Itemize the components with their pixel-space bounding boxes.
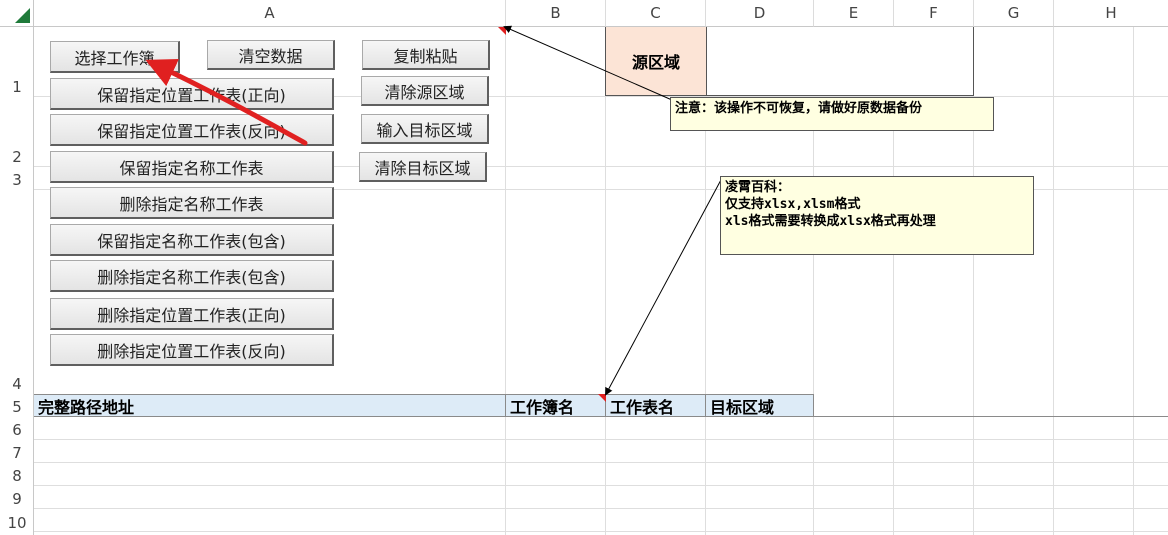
source-area-label: 源区域 (631, 53, 680, 72)
column-header-h[interactable]: H (1054, 0, 1168, 27)
row-label: 5 (12, 398, 22, 416)
column-label: A (264, 4, 275, 22)
grid-line (705, 27, 706, 535)
column-header-g[interactable]: G (974, 0, 1054, 27)
grid-line (973, 27, 974, 535)
table-header-full-path[interactable]: 完整路径地址 (34, 394, 506, 417)
clear-target-button[interactable]: 清除目标区域 (359, 152, 487, 182)
row-header-strip (0, 27, 34, 535)
delete-position-reverse-button[interactable]: 删除指定位置工作表(反向) (50, 334, 334, 366)
row-header-1[interactable]: 1 (0, 27, 34, 97)
grid-line (34, 166, 1168, 167)
column-header-c[interactable]: C (606, 0, 706, 27)
grid-line (1053, 27, 1054, 535)
row-header-3[interactable]: 3 (0, 167, 34, 190)
column-header-b[interactable]: B (506, 0, 606, 27)
row-label: 6 (12, 421, 22, 439)
warning-note-text: 注意：该操作不可恢复，请做好原数据备份 (675, 101, 923, 116)
grid-line (34, 189, 1168, 190)
table-header-sheet-name[interactable]: 工作表名 (606, 394, 706, 417)
grid-line (34, 485, 1168, 486)
row-label: 8 (12, 467, 22, 485)
grid-line (605, 27, 606, 535)
delete-by-name-contains-button[interactable]: 删除指定名称工作表(包含) (50, 260, 334, 292)
row-header-9[interactable]: 9 (0, 486, 34, 509)
table-header-label: 工作簿名 (510, 397, 575, 417)
info-connector-line (605, 177, 723, 396)
grid-line (505, 27, 506, 535)
row-label: 1 (12, 78, 22, 96)
row-label: 3 (12, 171, 22, 189)
column-header-d[interactable]: D (706, 0, 814, 27)
grid-line (34, 462, 1168, 463)
comment-indicator-icon (598, 394, 606, 402)
info-note-line: xls格式需要转换成xlsx格式再处理 (725, 214, 936, 229)
grid-line (893, 27, 894, 535)
keep-position-reverse-button[interactable]: 保留指定位置工作表(反向) (50, 114, 334, 146)
row-header-2[interactable]: 2 (0, 97, 34, 167)
grid-line (34, 439, 1168, 440)
source-area-value-cell[interactable] (706, 27, 974, 96)
row-header-6[interactable]: 6 (0, 417, 34, 440)
column-header-a[interactable]: A (34, 0, 506, 27)
grid-line (34, 531, 1168, 532)
column-label: G (1007, 4, 1020, 22)
keep-by-name-contains-button[interactable]: 保留指定名称工作表(包含) (50, 224, 334, 256)
grid-line (1133, 27, 1134, 535)
row-label: 9 (12, 490, 22, 508)
info-note-line: 仅支持xlsx,xlsm格式 (725, 197, 861, 212)
grid-line (814, 416, 1168, 417)
row-header-7[interactable]: 7 (0, 440, 34, 463)
select-all-corner[interactable] (0, 0, 34, 27)
table-header-label: 工作表名 (610, 397, 675, 417)
copy-paste-button[interactable]: 复制粘贴 (362, 40, 490, 70)
column-label: D (753, 4, 766, 22)
keep-by-name-button[interactable]: 保留指定名称工作表 (50, 151, 334, 183)
delete-position-forward-button[interactable]: 删除指定位置工作表(正向) (50, 298, 334, 330)
row-header-8[interactable]: 8 (0, 463, 34, 486)
table-header-label: 目标区域 (710, 397, 775, 417)
table-header-label: 完整路径地址 (38, 397, 135, 417)
column-label: C (650, 4, 661, 22)
clear-source-button[interactable]: 清除源区域 (361, 76, 489, 106)
row-label: 2 (12, 148, 22, 166)
column-label: H (1105, 4, 1117, 22)
row-label: 7 (12, 444, 22, 462)
info-note[interactable]: 凌霄百科： 仅支持xlsx,xlsm格式 xls格式需要转换成xlsx格式再处理 (720, 176, 1034, 255)
table-header-workbook-name[interactable]: 工作簿名 (506, 394, 606, 417)
row-label: 10 (7, 514, 27, 532)
clear-data-button[interactable]: 清空数据 (207, 40, 335, 70)
column-header-e[interactable]: E (814, 0, 894, 27)
row-header-10[interactable]: 10 (0, 509, 34, 533)
input-target-button[interactable]: 输入目标区域 (361, 114, 489, 144)
column-header-f[interactable]: F (894, 0, 974, 27)
delete-by-name-button[interactable]: 删除指定名称工作表 (50, 187, 334, 219)
select-all-triangle-icon (15, 8, 30, 23)
info-note-line: 凌霄百科： (725, 180, 791, 195)
column-label: E (848, 4, 859, 22)
table-header-target-area[interactable]: 目标区域 (706, 394, 814, 417)
warning-connector-line (503, 25, 673, 101)
column-label: F (929, 4, 938, 22)
row-label: 4 (12, 375, 22, 393)
source-area-cell[interactable]: 源区域 (605, 27, 706, 96)
column-label: B (550, 4, 561, 22)
grid-line (34, 96, 1168, 97)
warning-note[interactable]: 注意：该操作不可恢复，请做好原数据备份 (670, 97, 994, 131)
row-header-5[interactable]: 5 (0, 394, 34, 417)
grid-line (813, 27, 814, 535)
row-header-4[interactable]: 4 (0, 190, 34, 394)
grid-line (34, 508, 1168, 509)
